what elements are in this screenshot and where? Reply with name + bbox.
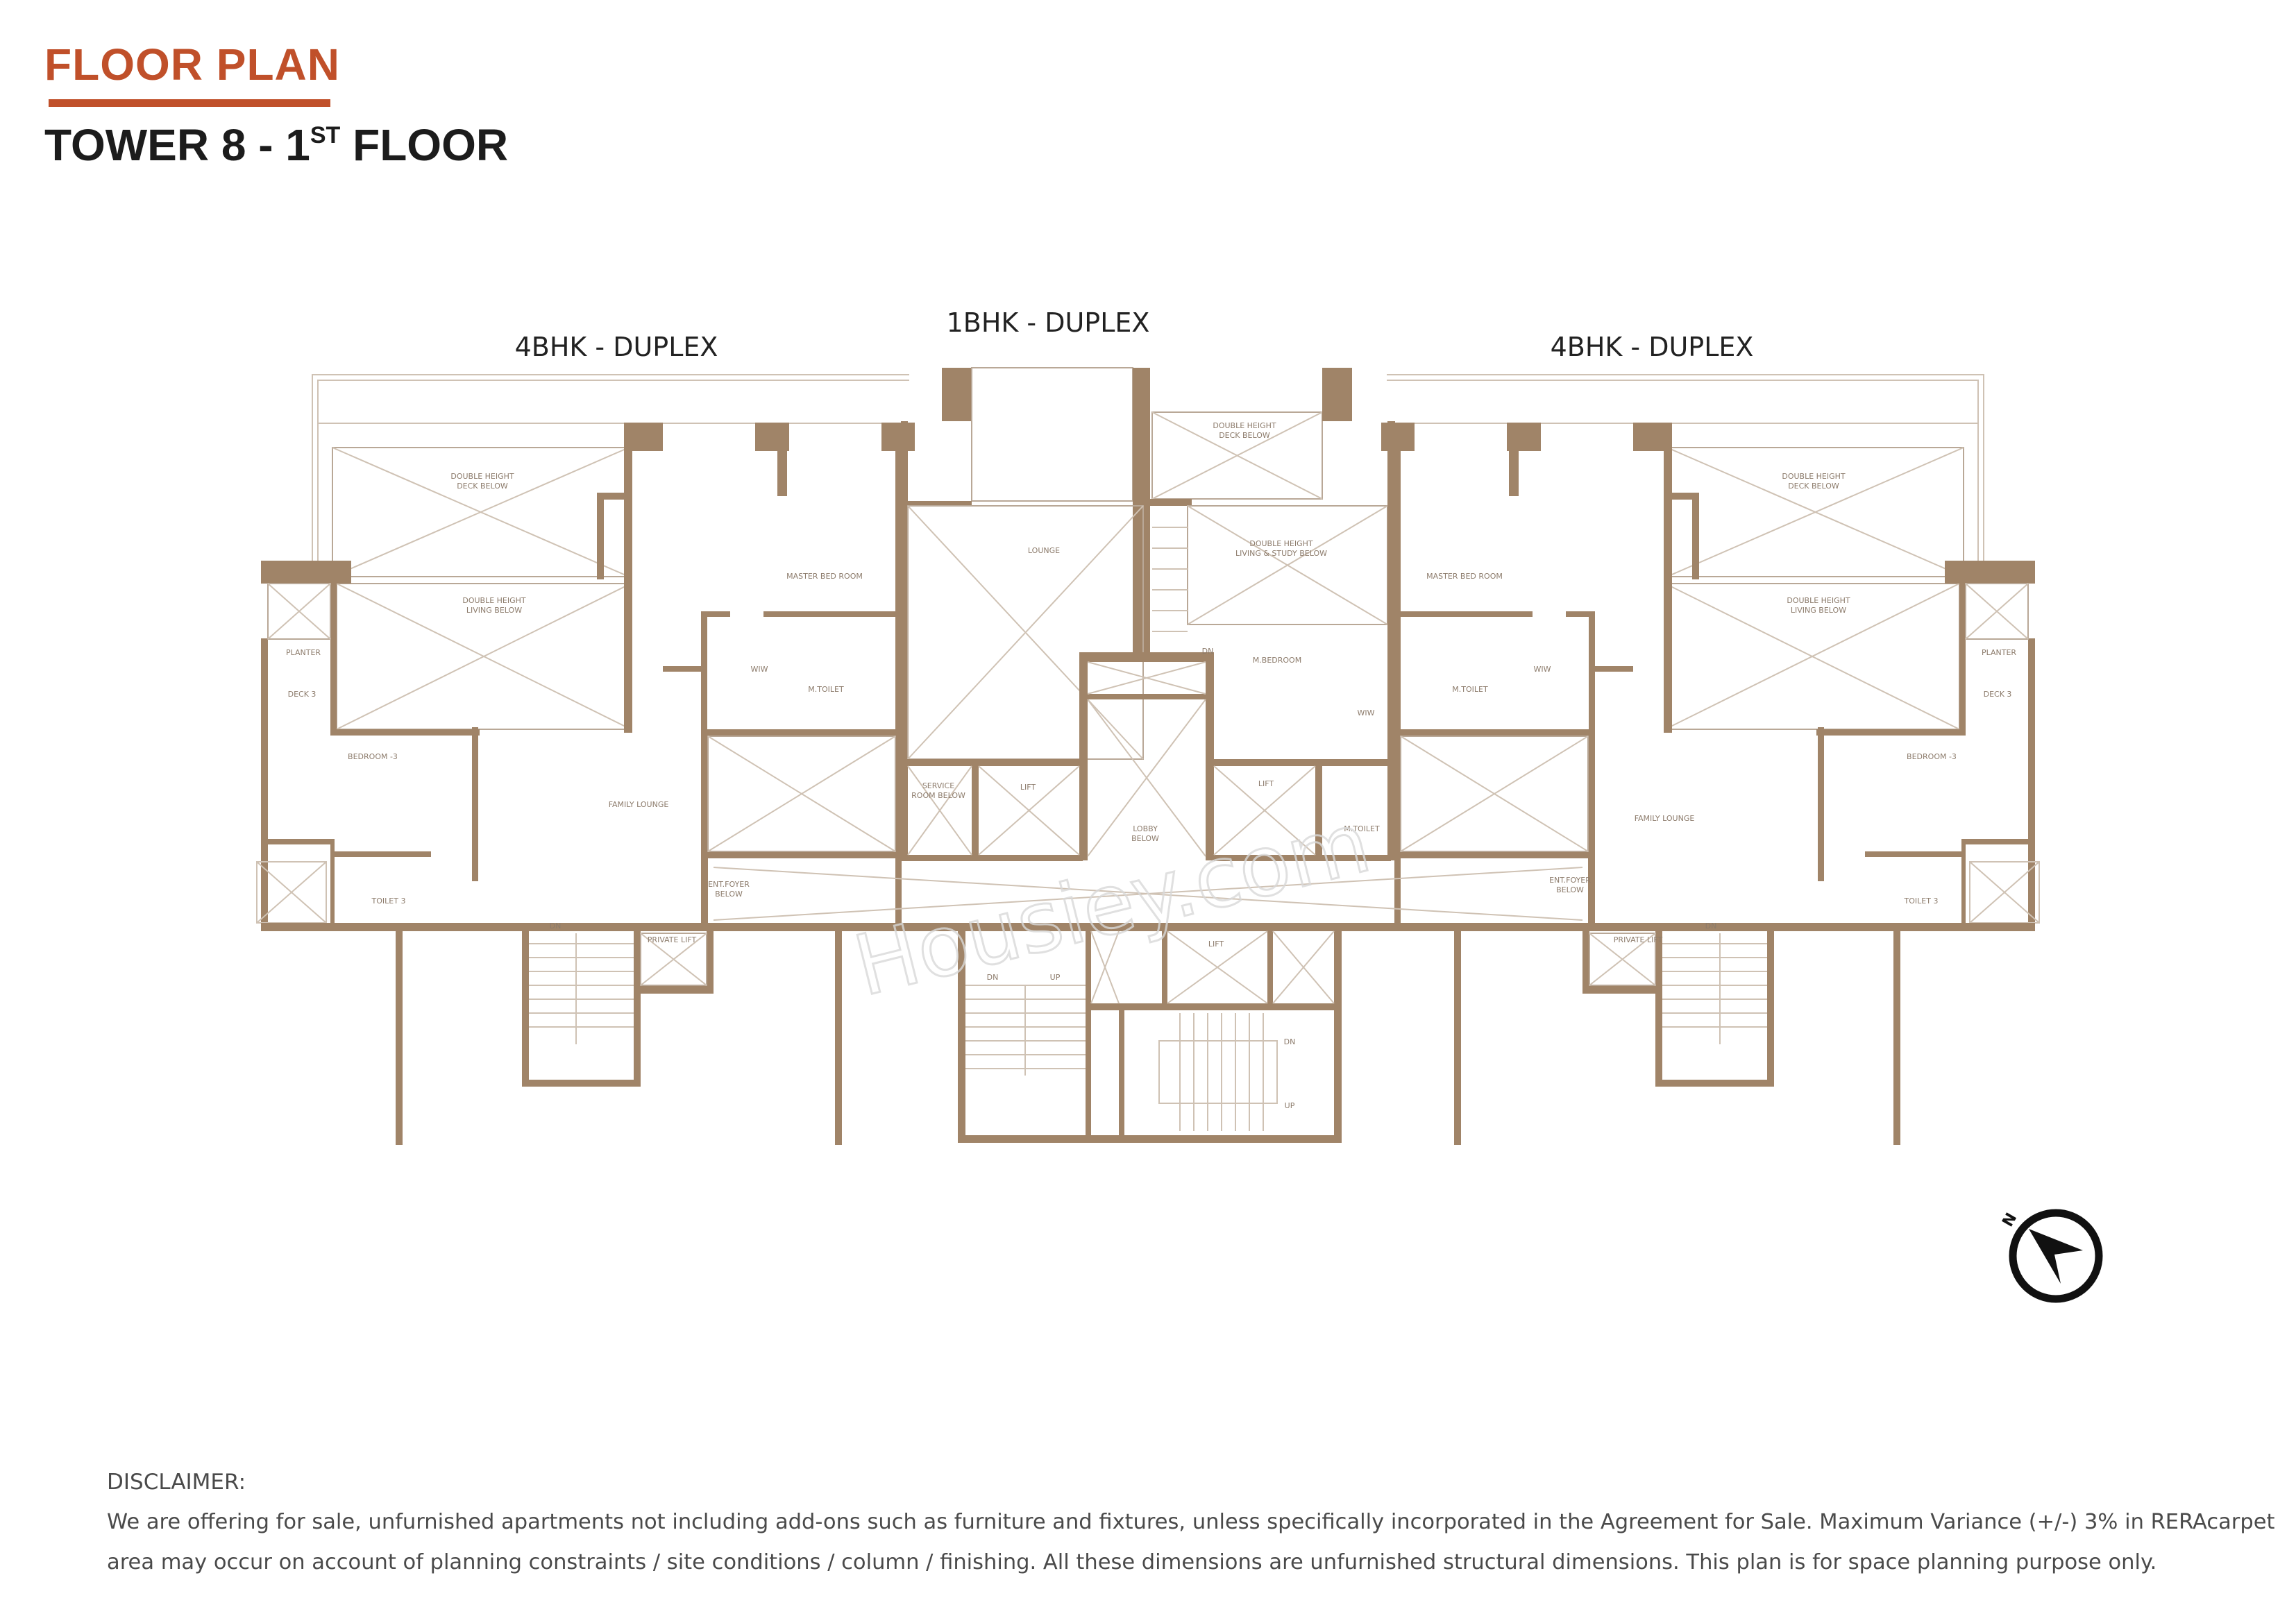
label-ent-foyer: ENT.FOYER: [1549, 876, 1591, 885]
label-private-lift: PRIVATE LIFT: [1614, 935, 1663, 944]
label-bedroom3: BEDROOM -3: [1907, 752, 1957, 761]
label-m-toilet: M.TOILET: [1452, 685, 1488, 694]
label-planter: PLANTER: [1982, 648, 2016, 657]
label-deck: DECK BELOW: [457, 482, 508, 491]
label-deck: DOUBLE HEIGHT: [450, 472, 514, 481]
label-master-bed: MASTER BED ROOM: [786, 572, 863, 581]
label-planter: PLANTER: [286, 648, 321, 657]
label-living: LIVING BELOW: [466, 606, 522, 615]
label-living-study: LIVING & STUDY BELOW: [1235, 549, 1327, 558]
disclaimer-line-2: area may occur on account of planning co…: [107, 1550, 2157, 1574]
label-deck: DOUBLE HEIGHT: [1213, 421, 1276, 430]
label-deck: DOUBLE HEIGHT: [1782, 472, 1846, 481]
page-subtitle: TOWER 8 - 1ST FLOOR: [44, 119, 508, 171]
label-deck3: DECK 3: [1984, 690, 2012, 699]
label-ent-foyer: BELOW: [715, 890, 743, 899]
title-underline: [49, 99, 330, 107]
center-unit-plan: [261, 367, 2035, 1143]
label-dn: DN: [1705, 921, 1717, 931]
page-title: FLOOR PLAN: [44, 40, 340, 90]
label-dn: DN: [550, 921, 562, 931]
label-lobby: LOBBY: [1133, 824, 1158, 833]
label-lift: LIFT: [1258, 779, 1274, 788]
label-private-lift: PRIVATE LIFT: [648, 935, 697, 944]
label-service-room: SERVICE: [922, 781, 954, 790]
label-dn: DN: [1284, 1037, 1296, 1046]
label-service-room: ROOM BELOW: [911, 791, 965, 800]
disclaimer-line-1: We are offering for sale, unfurnished ap…: [107, 1510, 2275, 1534]
unit-label-right: 4BHK - DUPLEX: [1550, 332, 1754, 362]
label-family-lounge: FAMILY LOUNGE: [1635, 814, 1695, 823]
label-up: UP: [1285, 1101, 1295, 1110]
unit-label-center: 1BHK - DUPLEX: [946, 307, 1150, 338]
label-living: DOUBLE HEIGHT: [462, 596, 526, 605]
unit-label-left: 4BHK - DUPLEX: [514, 332, 718, 362]
room-labels: DOUBLE HEIGHT DECK BELOW DOUBLE HEIGHT L…: [286, 421, 2016, 1110]
label-wiw: WIW: [751, 665, 768, 674]
subtitle-text: TOWER 8 - 1: [44, 120, 310, 170]
label-lift: LIFT: [1208, 940, 1224, 949]
label-wiw: WIW: [1534, 665, 1551, 674]
label-dn: DN: [1202, 647, 1214, 656]
label-toilet3: TOILET 3: [371, 897, 406, 906]
label-bedroom3: BEDROOM -3: [348, 752, 398, 761]
label-m-bedroom: M.BEDROOM: [1253, 656, 1301, 665]
label-deck3: DECK 3: [288, 690, 316, 699]
label-dn: DN: [987, 973, 999, 982]
label-toilet3: TOILET 3: [1904, 897, 1939, 906]
label-wiw: WIW: [1358, 708, 1375, 717]
north-label: N: [1999, 1210, 2020, 1230]
label-up: UP: [1050, 973, 1061, 982]
label-ent-foyer: BELOW: [1556, 885, 1584, 894]
label-living: DOUBLE HEIGHT: [1787, 596, 1850, 605]
label-lift: LIFT: [1020, 783, 1036, 792]
label-lobby: BELOW: [1131, 834, 1159, 843]
label-master-bed: MASTER BED ROOM: [1426, 572, 1503, 581]
watermark: Housiey.com: [845, 794, 1379, 1015]
label-deck: DECK BELOW: [1788, 482, 1839, 491]
subtitle-suffix: FLOOR: [340, 120, 509, 170]
subtitle-superscript: ST: [310, 122, 341, 148]
disclaimer-heading: DISCLAIMER:: [107, 1470, 246, 1495]
label-family-lounge: FAMILY LOUNGE: [609, 800, 669, 809]
label-m-toilet: M.TOILET: [808, 685, 844, 694]
label-ent-foyer: ENT.FOYER: [708, 880, 750, 889]
label-lounge: LOUNGE: [1028, 546, 1060, 555]
label-m-toilet: M.TOILET: [1344, 824, 1380, 833]
label-living-study: DOUBLE HEIGHT: [1249, 539, 1313, 548]
label-living: LIVING BELOW: [1791, 606, 1846, 615]
north-arrow-icon: N: [1999, 1209, 2103, 1303]
label-deck: DECK BELOW: [1219, 431, 1270, 440]
